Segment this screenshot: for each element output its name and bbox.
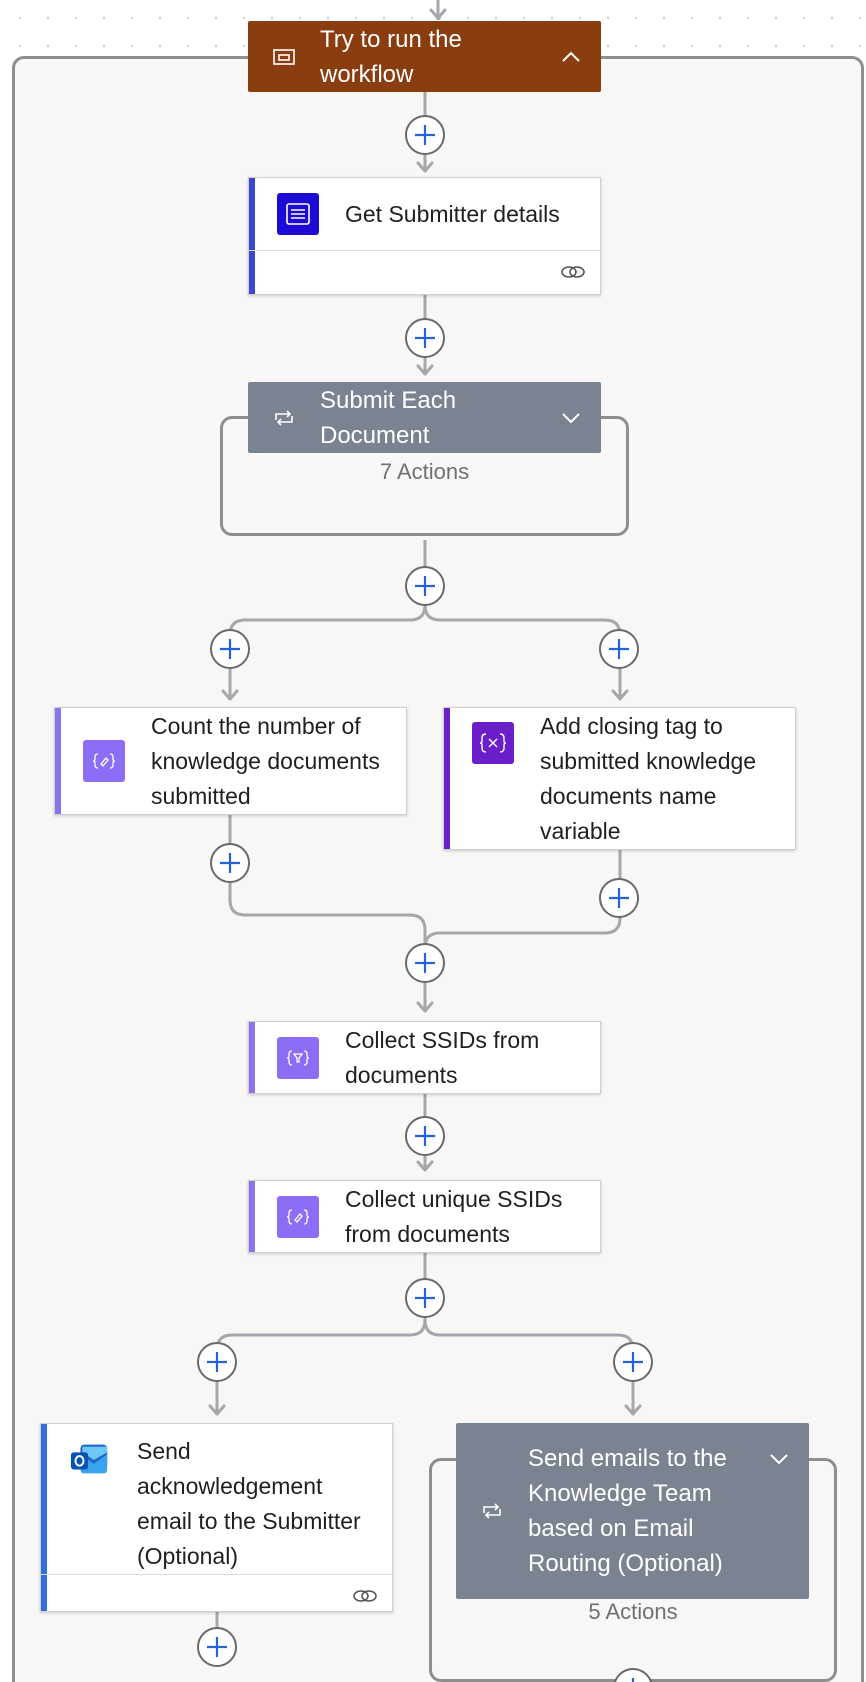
add-parallel-branch-button[interactable] bbox=[210, 629, 250, 669]
variable-icon bbox=[472, 722, 514, 764]
card-accent bbox=[444, 708, 450, 849]
plus-icon bbox=[207, 1352, 227, 1372]
action-title: Collect unique SSIDs from documents bbox=[345, 1185, 563, 1247]
chevron-down-icon[interactable] bbox=[541, 412, 601, 424]
actions-count[interactable]: 5 Actions bbox=[588, 1599, 678, 1624]
action-card-send-ack[interactable]: Send acknowledgement email to the Submit… bbox=[40, 1423, 393, 1612]
plus-icon bbox=[415, 953, 435, 973]
action-title: Count the number of knowledge documents … bbox=[151, 712, 380, 809]
link-icon[interactable] bbox=[560, 261, 586, 283]
action-title: Send acknowledgement email to the Submit… bbox=[137, 1438, 361, 1569]
action-title: Collect SSIDs from documents bbox=[345, 1026, 540, 1088]
plus-icon bbox=[220, 639, 240, 659]
plus-icon bbox=[415, 576, 435, 596]
plus-icon bbox=[415, 1126, 435, 1146]
list-icon bbox=[277, 193, 319, 235]
loop-icon bbox=[456, 1501, 528, 1521]
outlook-icon bbox=[69, 1438, 111, 1480]
card-accent bbox=[249, 178, 255, 294]
card-accent bbox=[55, 708, 61, 814]
add-step-button[interactable] bbox=[405, 1278, 445, 1318]
plus-icon bbox=[609, 888, 629, 908]
add-step-button[interactable] bbox=[197, 1627, 237, 1667]
add-step-button[interactable] bbox=[210, 843, 250, 883]
card-accent bbox=[249, 1022, 255, 1093]
add-step-button[interactable] bbox=[405, 566, 445, 606]
plus-icon bbox=[609, 639, 629, 659]
scope-title: Try to run the workflow bbox=[320, 25, 462, 88]
add-parallel-branch-button[interactable] bbox=[197, 1342, 237, 1382]
loop-icon bbox=[248, 408, 320, 428]
action-card-get-submitter[interactable]: Get Submitter details bbox=[248, 177, 601, 295]
plus-icon bbox=[415, 328, 435, 348]
add-step-button[interactable] bbox=[599, 878, 639, 918]
card-footer bbox=[41, 1574, 392, 1611]
chevron-up-icon[interactable] bbox=[541, 51, 601, 63]
scope-icon bbox=[248, 47, 320, 67]
link-icon[interactable] bbox=[352, 1585, 378, 1607]
action-title: Get Submitter details bbox=[345, 200, 560, 227]
set-variable-icon bbox=[277, 1195, 319, 1238]
loop-header-send-team[interactable]: Send emails to the Knowledge Team based … bbox=[456, 1423, 809, 1599]
add-parallel-branch-button[interactable] bbox=[599, 629, 639, 669]
plus-icon bbox=[623, 1352, 643, 1372]
scope-header-try[interactable]: Try to run the workflow bbox=[248, 21, 601, 92]
filter-variable-icon bbox=[277, 1036, 319, 1079]
add-parallel-branch-button[interactable] bbox=[613, 1342, 653, 1382]
actions-count[interactable]: 7 Actions bbox=[379, 459, 470, 484]
card-accent bbox=[41, 1424, 47, 1611]
loop-header-submit-each[interactable]: Submit Each Document bbox=[248, 382, 601, 453]
add-step-button[interactable] bbox=[405, 318, 445, 358]
plus-icon bbox=[415, 125, 435, 145]
plus-icon bbox=[207, 1637, 227, 1657]
add-step-button[interactable] bbox=[405, 1116, 445, 1156]
action-card-collect-ssids[interactable]: Collect SSIDs from documents bbox=[248, 1021, 601, 1094]
card-accent bbox=[249, 1181, 255, 1252]
plus-icon bbox=[631, 1678, 635, 1682]
plus-icon bbox=[220, 853, 240, 873]
add-step-button[interactable] bbox=[405, 943, 445, 983]
loop-title: Send emails to the Knowledge Team based … bbox=[528, 1445, 727, 1577]
action-title: Add closing tag to submitted knowledge d… bbox=[540, 712, 757, 844]
action-card-collect-unique[interactable]: Collect unique SSIDs from documents bbox=[248, 1180, 601, 1253]
increment-variable-icon bbox=[83, 740, 125, 782]
action-card-closing-tag[interactable]: Add closing tag to submitted knowledge d… bbox=[443, 707, 796, 850]
add-step-button[interactable] bbox=[405, 115, 445, 155]
plus-icon bbox=[415, 1288, 435, 1308]
chevron-down-icon[interactable] bbox=[749, 1453, 809, 1465]
loop-title: Submit Each Document bbox=[320, 386, 457, 449]
action-card-count-docs[interactable]: Count the number of knowledge documents … bbox=[54, 707, 407, 815]
card-footer bbox=[249, 250, 600, 294]
